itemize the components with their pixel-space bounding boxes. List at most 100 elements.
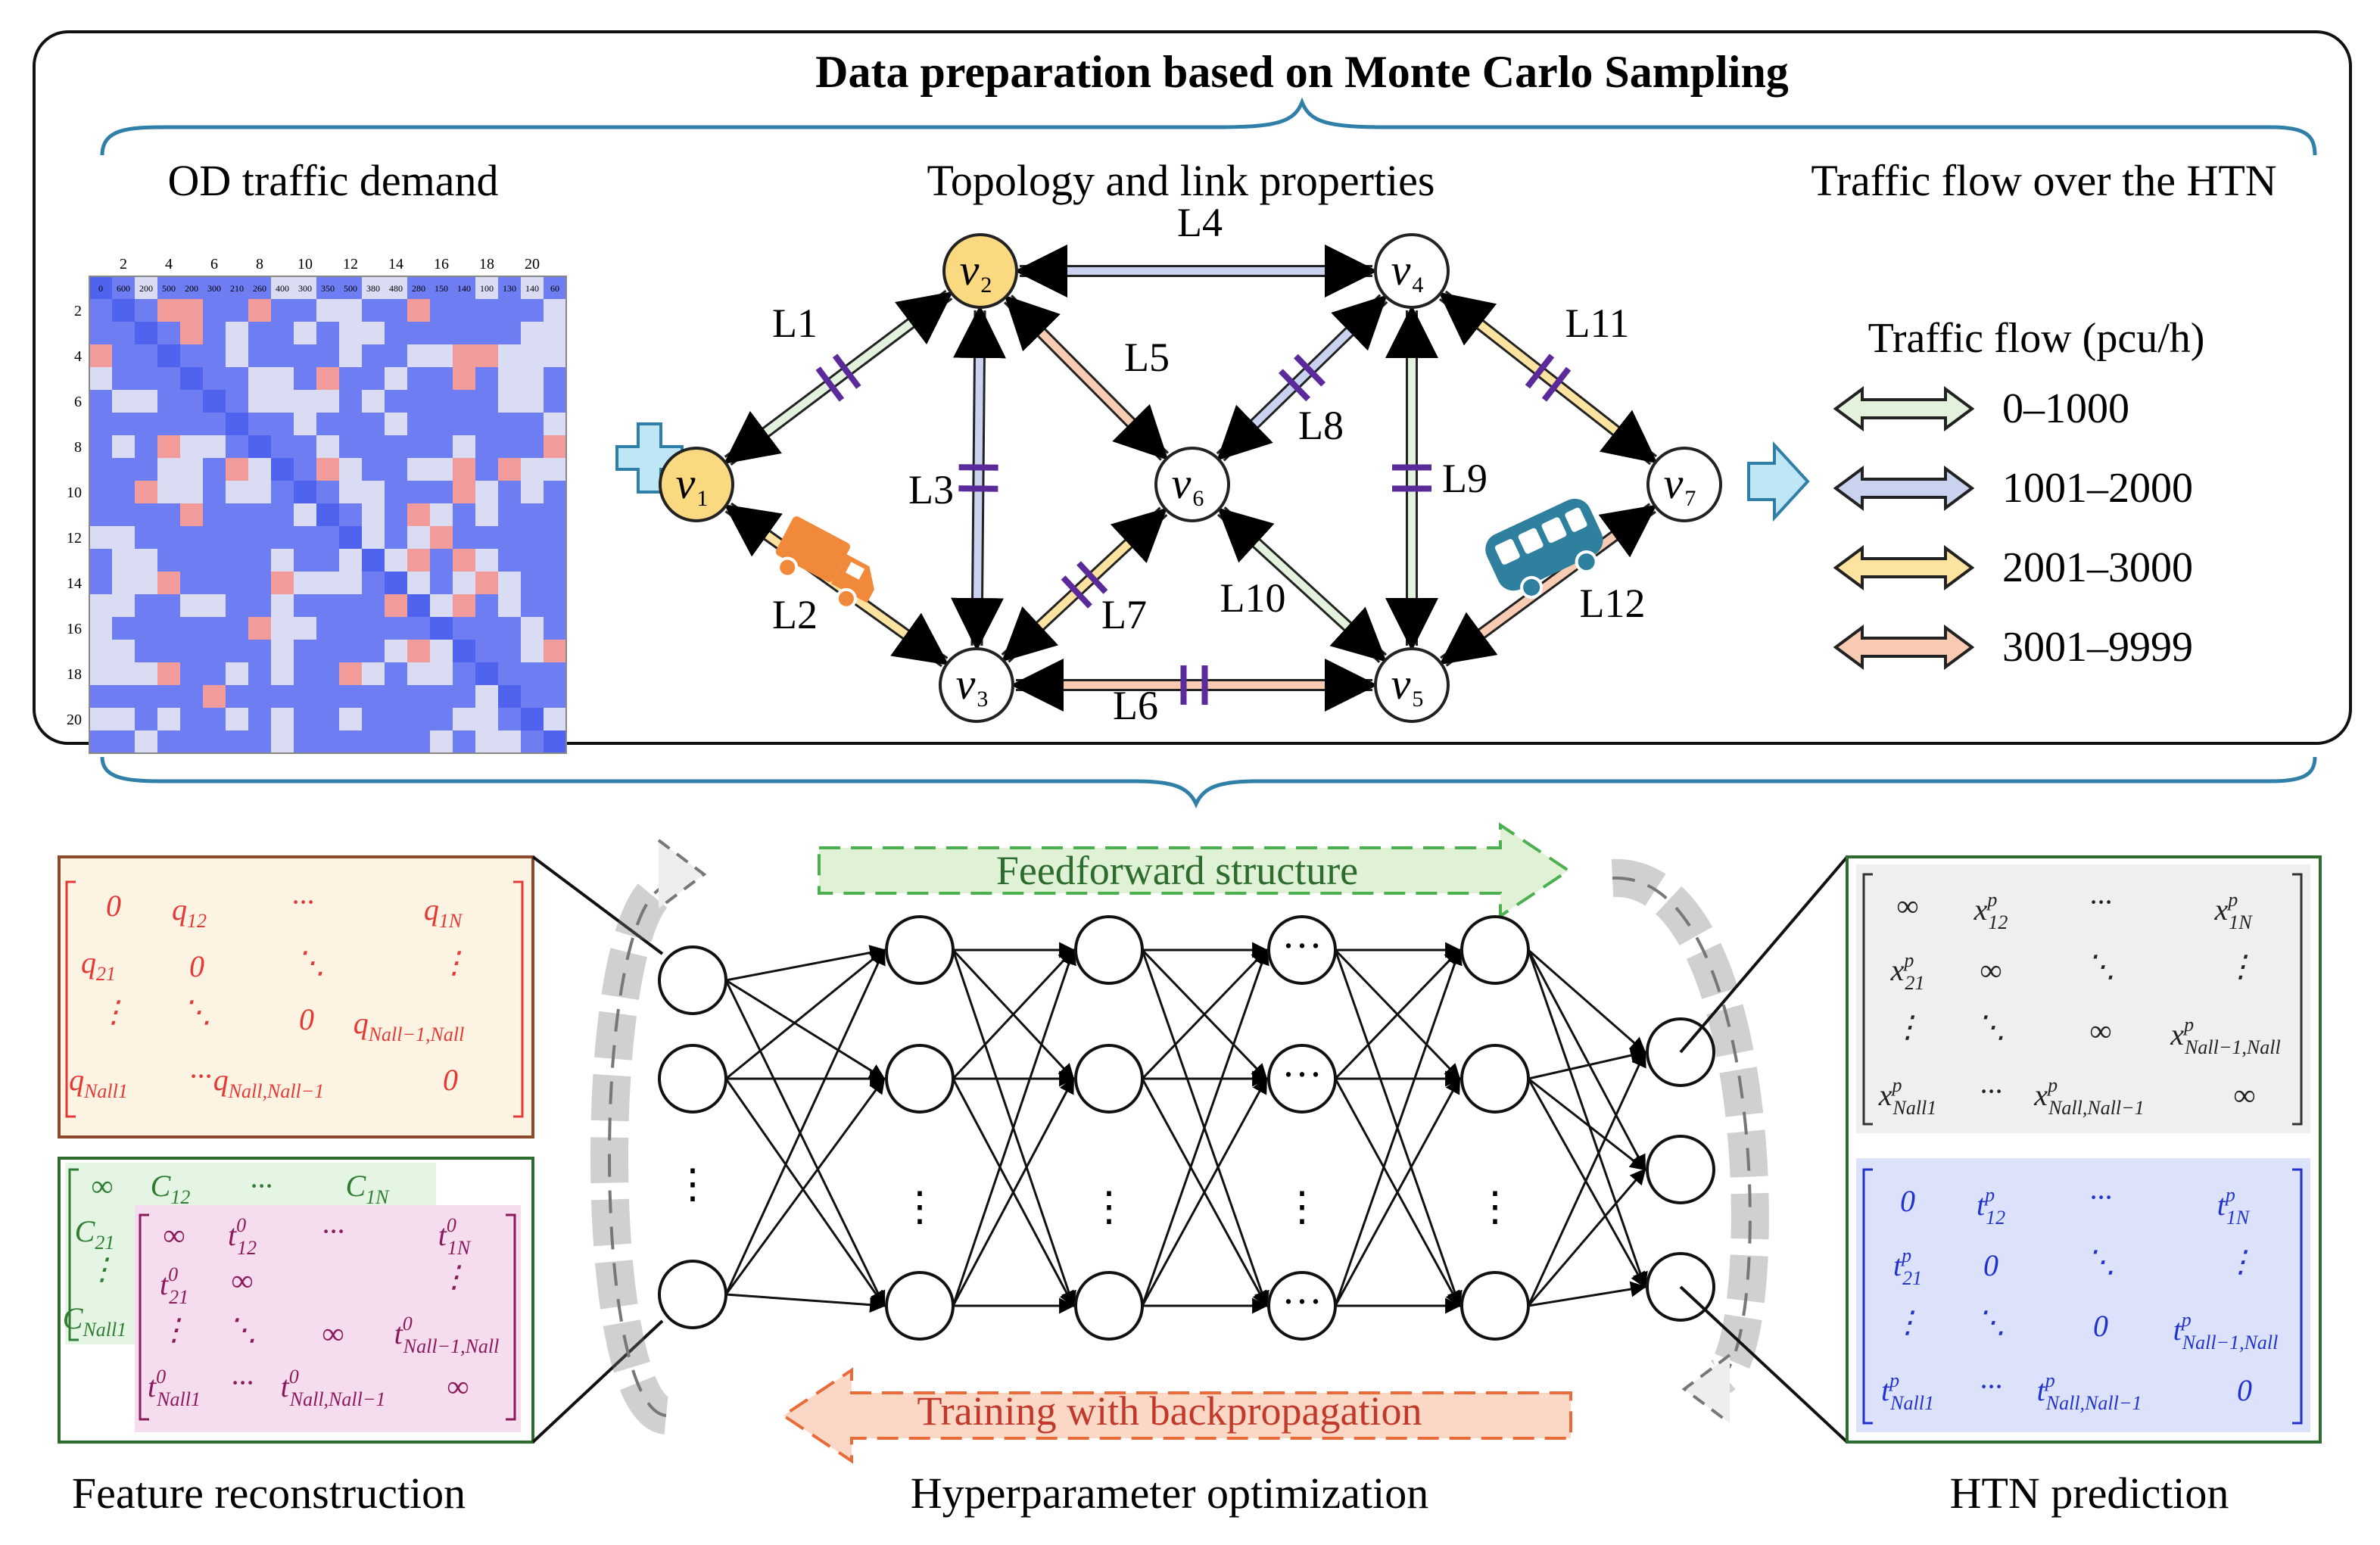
heatmap-cell [430,549,453,572]
heatmap-row-tick: 20 [67,712,82,728]
banner-frame [33,30,2352,745]
heatmap-cell [453,640,475,662]
heatmap-cell [248,435,271,458]
heatmap-cell [316,708,339,730]
feedforward-arrow: Feedforward structure [818,822,1572,919]
heatmap-cell [407,708,430,730]
nn-neuron [1074,1271,1144,1341]
heatmap-cell [248,390,271,413]
heatmap-cell [453,390,475,413]
heatmap-col-tick: 16 [434,256,449,273]
heatmap-cell [157,662,180,685]
heatmap-cell [271,708,294,730]
link-label-L5: L5 [1124,335,1170,380]
heatmap-cell [203,549,226,572]
nn-edge [1527,1168,1646,1307]
heatmap-cell [498,640,521,662]
q-cell: ··· [189,1059,212,1093]
link-L8 [1216,294,1388,461]
heatmap-value: 260 [253,283,266,294]
heatmap-value: 300 [298,283,312,294]
heatmap-cell [180,367,203,390]
legend-swatch [1833,545,1975,590]
heatmap-cell [430,503,453,526]
heatmap-cell [294,549,316,572]
bridge-L6 [1180,665,1208,705]
heatmap-cell [89,481,112,503]
heatmap-cell [498,299,521,322]
heatmap-cell [453,299,475,322]
heatmap-cell [180,435,203,458]
link-L7 [1001,507,1168,662]
heatmap-cell [521,503,544,526]
matrix-bracket [2292,873,2303,1126]
backprop-label: Training with backpropagation [917,1388,1422,1434]
heatmap-cell [294,594,316,617]
heatmap-cell [385,322,407,344]
heatmap-cell [89,662,112,685]
heatmap-cell [475,572,498,594]
heatmap-cell [157,344,180,367]
heatmap-cell [339,662,362,685]
nn-edge [725,1293,886,1313]
heatmap-cell [157,299,180,322]
heatmap-row-tick: 4 [74,348,82,365]
heatmap-cell [226,367,248,390]
top-brace [100,97,2317,156]
heatmap-col-tick: 6 [210,256,218,273]
tp-cell: 0 [1983,1248,1998,1282]
heatmap-row-tick: 14 [67,575,82,592]
heatmap-cell [248,276,271,299]
heatmap-border [89,276,567,754]
heatmap-cell [521,594,544,617]
t-cell: ··· [231,1366,254,1400]
bridge-L8 [1278,354,1326,402]
heatmap-cell [498,617,521,640]
heatmap-cell [112,526,135,549]
nn-edge [1527,1051,1646,1307]
heatmap-value: 400 [276,283,289,294]
heatmap-cell [385,458,407,481]
heatmap-cell [294,344,316,367]
heatmap-cell [89,367,112,390]
heatmap-cell [226,503,248,526]
heatmap-cell [362,367,385,390]
heatmap-cell [226,549,248,572]
heatmap-cell [544,662,566,685]
heatmap-cell [521,617,544,640]
heatmap-cell [248,367,271,390]
heatmap-cell [248,503,271,526]
heatmap-cell [271,322,294,344]
heatmap-cell [226,390,248,413]
flow-matrix-bg [1856,864,2310,1133]
nn-edge [724,980,886,1307]
heatmap-cell [294,367,316,390]
heatmap-cell [339,594,362,617]
heatmap-cell [475,435,498,458]
matrix-bracket [1862,873,1873,1126]
bridge-L1 [815,354,861,402]
heatmap-cell [498,390,521,413]
heatmap-cell [89,390,112,413]
legend-item: 2001–3000 [1833,544,2193,591]
heatmap-cell [248,685,271,708]
heatmap-value: 140 [525,283,539,294]
nn-edge [1141,1077,1268,1307]
tp-cell: ··· [2089,1180,2112,1214]
heatmap-cell [498,526,521,549]
heatmap-cell [339,299,362,322]
heatmap-cell [362,617,385,640]
tp-cell: ⋱ [1976,1305,2006,1339]
heatmap-cell [453,526,475,549]
heatmap-cell [180,526,203,549]
heatmap-cell [362,730,385,753]
heatmap-cell [157,708,180,730]
heatmap-cell [89,708,112,730]
nn-edge [1334,1077,1461,1307]
heatmap-cell [430,435,453,458]
heatmap-cell [453,413,475,435]
heatmap-cell [271,276,294,299]
heatmap-cell [316,617,339,640]
heatmap-cell [226,708,248,730]
heatmap-value: 60 [550,283,559,294]
